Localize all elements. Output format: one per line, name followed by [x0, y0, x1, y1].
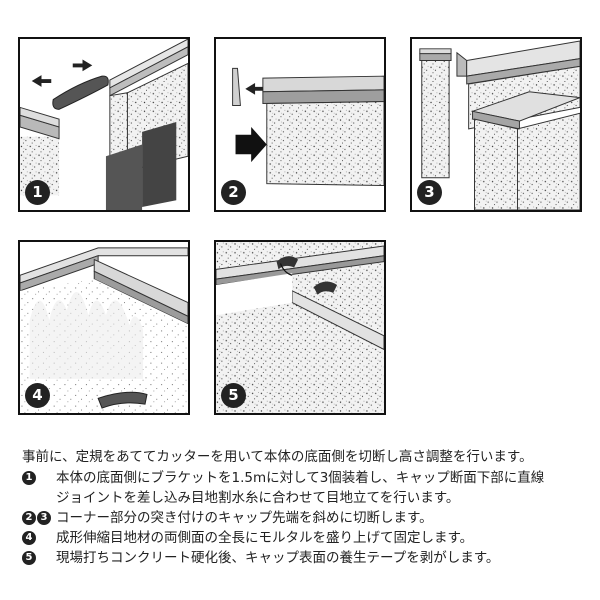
step-1-badge: 1	[25, 180, 50, 205]
step-2-panel: 2	[214, 37, 386, 212]
intro-text: 事前に、定規をあててカッターを用いて本体の底面側を切断し高さ調整を行います。	[22, 449, 533, 465]
step-5-badge: 5	[221, 383, 246, 408]
step-marker: 1	[22, 468, 56, 485]
step-2-illustration	[232, 67, 384, 187]
step-marker: 4	[22, 528, 56, 545]
step-4-panel: 4	[18, 240, 190, 415]
instruction-step-4: 4 成形伸縮目地材の両側面の全長にモルタルを盛り上げて固定します。	[22, 528, 582, 548]
step-2-3-line-1: コーナー部分の突き付けのキャップ先端を斜めに切断します。	[56, 510, 433, 526]
step-2-badge: 2	[221, 180, 246, 205]
step-number-icon: 4	[22, 531, 36, 545]
step-3-badge: 3	[417, 180, 442, 205]
instruction-step-5: 5 現場打ちコンクリート硬化後、キャップ表面の養生テープを剥がします。	[22, 548, 582, 568]
step-5-panel: 5	[214, 240, 386, 415]
step-1-line-1: 本体の底面側にブラケットを1.5mに対して3個装着し、キャップ断面下部に直線	[56, 470, 545, 486]
step-4-line-1: 成形伸縮目地材の両側面の全長にモルタルを盛り上げて固定します。	[56, 530, 474, 546]
instruction-step-1: 1 本体の底面側にブラケットを1.5mに対して3個装着し、キャップ断面下部に直線	[22, 468, 582, 488]
step-5-line-1: 現場打ちコンクリート硬化後、キャップ表面の養生テープを剥がします。	[56, 550, 500, 566]
step-3-illustration	[419, 40, 580, 210]
instructions: 事前に、定規をあててカッターを用いて本体の底面側を切断し高さ調整を行います。 1…	[22, 447, 582, 568]
step-1-panel: 1	[18, 37, 190, 212]
step-number-icon: 2	[22, 511, 36, 525]
step-number-icon: 3	[37, 511, 51, 525]
step-3-panel: 3	[410, 37, 582, 212]
step-1-line-2: ジョイントを差し込み目地割水糸に合わせて目地立てを行います。	[56, 490, 460, 506]
step-marker: 5	[22, 548, 56, 565]
step-5-illustration	[216, 242, 384, 413]
step-1-illustration	[20, 39, 188, 210]
step-marker: 2 3	[22, 508, 56, 525]
instruction-step-2-3: 2 3 コーナー部分の突き付けのキャップ先端を斜めに切断します。	[22, 508, 582, 528]
step-number-icon: 5	[22, 551, 36, 565]
step-number-icon: 1	[22, 471, 36, 485]
step-4-badge: 4	[25, 383, 50, 408]
step-4-illustration	[20, 247, 188, 413]
